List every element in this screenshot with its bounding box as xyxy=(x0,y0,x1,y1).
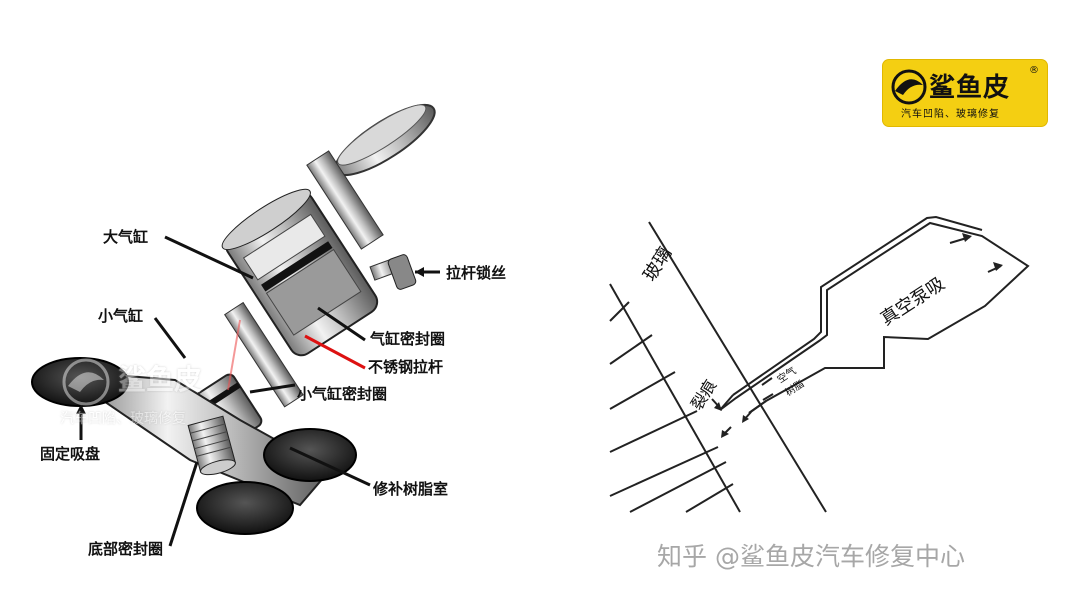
upper-rod xyxy=(306,150,384,250)
logo-subtitle: 汽车凹陷、玻璃修复 xyxy=(901,109,1000,120)
logo-registered-mark: ® xyxy=(1029,65,1039,76)
glass-upper-edge xyxy=(648,221,827,513)
label-large-cylinder: 大气缸 xyxy=(103,228,149,246)
watermark-subtitle: 汽车凹陷、玻璃修复 xyxy=(60,411,186,427)
lock-screw-knob xyxy=(369,254,417,290)
air-arrow-icon xyxy=(761,377,773,386)
label-bottom-seal: 底部密封圈 xyxy=(88,540,164,558)
glass-lower-edge xyxy=(609,283,741,513)
watermark: 鲨鱼皮 汽车凹陷、玻璃修复 xyxy=(60,350,250,440)
stainless-rod xyxy=(224,301,304,408)
label-resin-chamber: 修补树脂室 xyxy=(373,480,449,498)
arrow-left-icon xyxy=(415,267,424,277)
shark-logo-icon xyxy=(891,69,927,105)
leader-rod-red xyxy=(304,334,366,370)
zhihu-credit: 知乎 @鲨鱼皮汽车修复中心 xyxy=(657,542,965,571)
glass-hatching xyxy=(609,301,734,513)
label-small-cylinder: 小气缸 xyxy=(98,307,144,325)
label-cylinder-seal: 气缸密封圈 xyxy=(370,330,446,348)
shark-logo-icon xyxy=(62,358,110,406)
label-stainless-rod: 不锈钢拉杆 xyxy=(368,358,444,376)
resin-arrow-icon xyxy=(762,393,774,401)
suction-cup-bottom xyxy=(196,481,294,535)
watermark-title: 鲨鱼皮 xyxy=(118,363,203,396)
label-rod-lock-screw: 拉杆锁丝 xyxy=(446,264,507,282)
large-cylinder-body xyxy=(221,188,379,357)
label-small-cylinder-seal: 小气缸密封圈 xyxy=(297,385,388,403)
vacuum-channel-inner xyxy=(732,215,983,396)
arrow-up-icon xyxy=(76,404,86,414)
brand-logo: 鲨鱼皮 ® 汽车凹陷、玻璃修复 xyxy=(883,60,1047,126)
red-guide-line xyxy=(227,319,241,391)
threaded-nozzle xyxy=(187,415,236,476)
vacuum-channel-outline xyxy=(719,221,1030,414)
cylinder-seal-ring xyxy=(261,241,333,292)
logo-title: 鲨鱼皮 xyxy=(929,73,1011,103)
label-fixed-suction-cup: 固定吸盘 xyxy=(40,445,101,463)
